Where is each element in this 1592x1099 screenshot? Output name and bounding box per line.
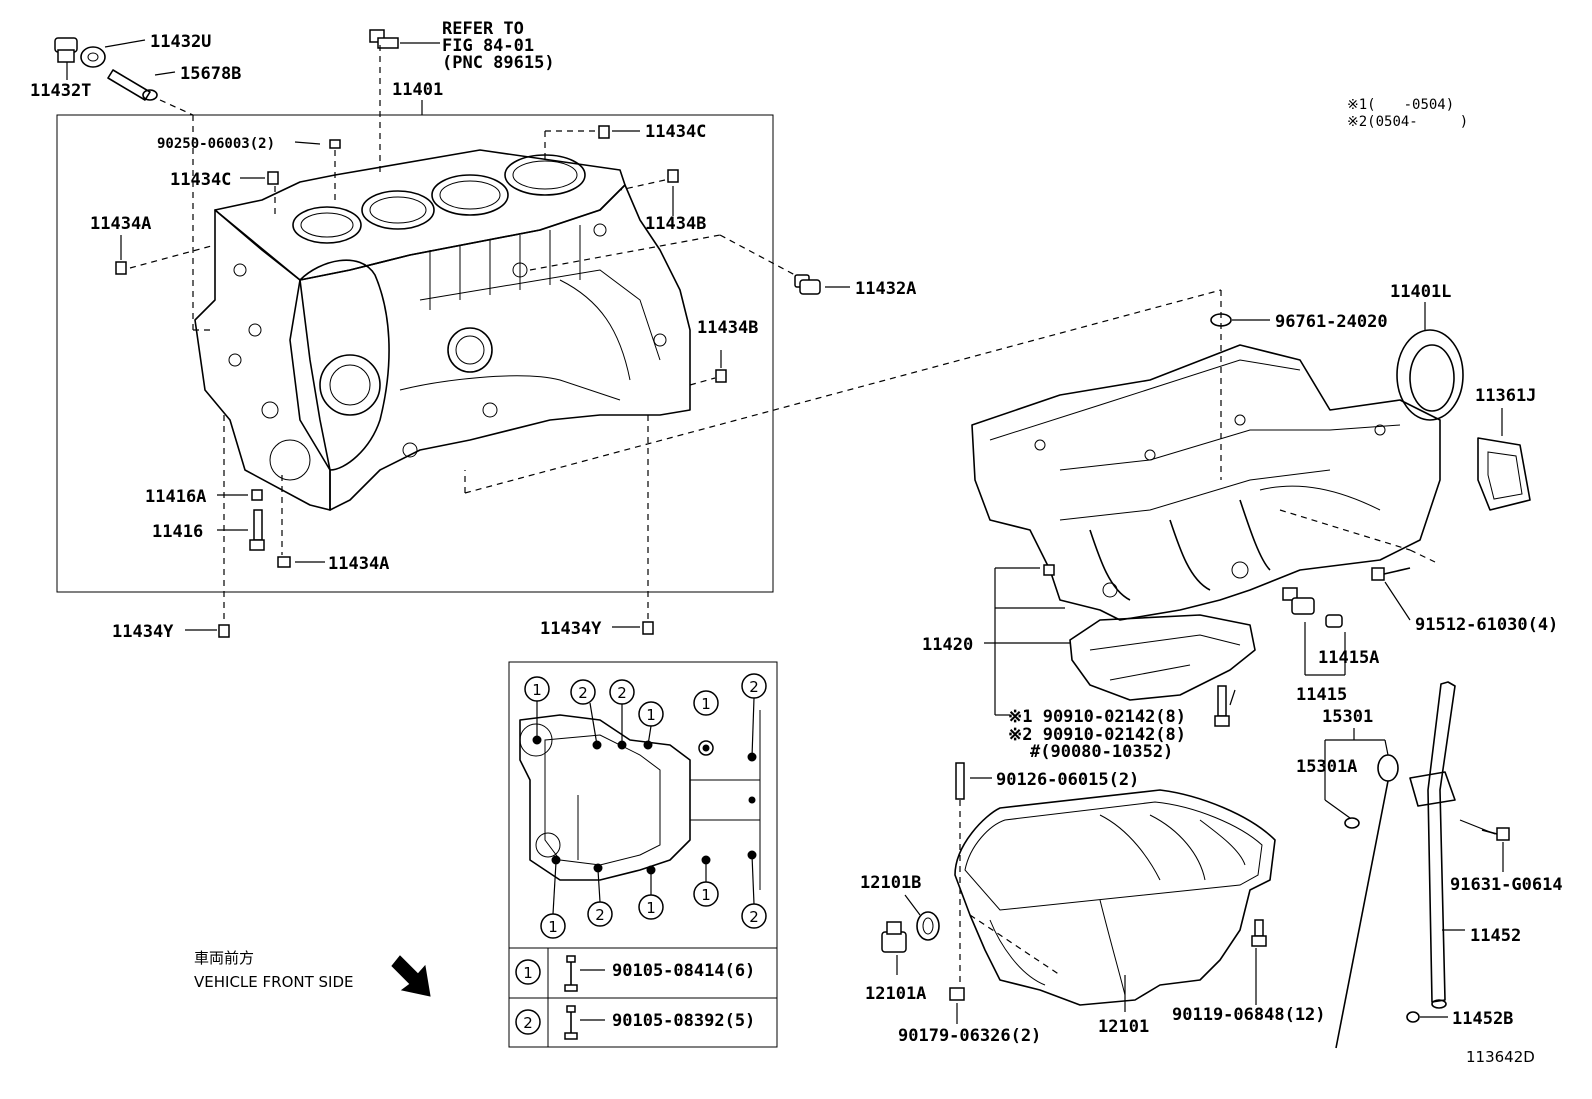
rear-oil-seal-illustration bbox=[1396, 329, 1464, 421]
label-90080-10352: #(90080-10352) bbox=[1030, 742, 1173, 762]
marker-2-b: 2 bbox=[617, 684, 627, 702]
legend-note-2: ※2(0504- ) bbox=[1347, 114, 1468, 130]
label-90910-02142-2: ※2 90910-02142(8) bbox=[1008, 725, 1186, 745]
bolt-table-row-2: 2 90105-08392(5) bbox=[515, 1005, 755, 1040]
marker-1-a: 1 bbox=[532, 681, 542, 699]
label-refer-pnc: (PNC 89615) bbox=[442, 53, 555, 73]
vehicle-front-orientation: 車両前方 VEHICLE FRONT SIDE bbox=[194, 949, 354, 991]
label-refer-to: REFER TO bbox=[442, 19, 524, 39]
bolt-90105-08414: 90105-08414(6) bbox=[612, 961, 755, 981]
label-11416A: 11416A bbox=[145, 487, 206, 507]
bolt-pattern-markers: 1 2 2 1 1 2 2 1 1 2 1 bbox=[524, 673, 767, 939]
oil-gauge-guide-illustration bbox=[1406, 681, 1456, 1023]
label-12101B: 12101B bbox=[860, 873, 921, 893]
cover-plate-illustration bbox=[1477, 437, 1531, 511]
label-11420: 11420 bbox=[922, 635, 973, 655]
label-11432A: 11432A bbox=[855, 279, 916, 299]
bolt-table-marker-2: 2 bbox=[523, 1014, 533, 1032]
label-11434A-left: 11434A bbox=[90, 214, 151, 234]
small-hardware-illustrations bbox=[54, 29, 1510, 1001]
marker-2-e: 2 bbox=[595, 906, 605, 924]
label-11452: 11452 bbox=[1470, 926, 1521, 946]
label-96761-24020: 96761-24020 bbox=[1275, 312, 1388, 332]
cylinder-block-illustration bbox=[194, 149, 691, 511]
label-11415A: 11415A bbox=[1318, 648, 1379, 668]
part-labels: 11432U 11432T 15678B REFER TO FIG 84-01 … bbox=[30, 19, 1563, 1046]
label-refer-fig: FIG 84-01 bbox=[442, 36, 534, 56]
marker-1-e: 1 bbox=[646, 899, 656, 917]
label-90179-06326: 90179-06326(2) bbox=[898, 1026, 1041, 1046]
label-12101: 12101 bbox=[1098, 1017, 1149, 1037]
bolt-90105-08392: 90105-08392(5) bbox=[612, 1011, 755, 1031]
marker-1-b: 1 bbox=[646, 706, 656, 724]
label-90126-06015: 90126-06015(2) bbox=[996, 770, 1139, 790]
label-11401: 11401 bbox=[392, 80, 443, 100]
orientation-japanese: 車両前方 bbox=[194, 949, 254, 967]
label-11452B: 11452B bbox=[1452, 1009, 1513, 1029]
label-90910-02142-1: ※1 90910-02142(8) bbox=[1008, 707, 1186, 727]
label-11416: 11416 bbox=[152, 522, 203, 542]
drain-plug-illustration bbox=[881, 911, 940, 953]
bolt-table-marker-1: 1 bbox=[523, 964, 533, 982]
label-11434C-top: 11434C bbox=[645, 122, 706, 142]
label-11432U: 11432U bbox=[150, 32, 211, 52]
label-91631-G0614: 91631-G0614 bbox=[1450, 875, 1563, 895]
label-11415: 11415 bbox=[1296, 685, 1347, 705]
label-90119-06848: 90119-06848(12) bbox=[1172, 1005, 1326, 1025]
label-12101A: 12101A bbox=[865, 984, 926, 1004]
diagram-id: 113642D bbox=[1466, 1048, 1535, 1066]
legend-notes: ※1( -0504) ※2(0504- ) bbox=[1347, 97, 1468, 130]
label-11401L: 11401L bbox=[1390, 282, 1451, 302]
orientation-english: VEHICLE FRONT SIDE bbox=[194, 973, 354, 991]
marker-1-f: 1 bbox=[548, 918, 558, 936]
label-15301: 15301 bbox=[1322, 707, 1373, 727]
cylinder-block-group-frame bbox=[56, 114, 774, 593]
oil-level-gauge-illustration bbox=[1335, 754, 1399, 1049]
marker-1-c: 1 bbox=[701, 695, 711, 713]
label-11361J: 11361J bbox=[1475, 386, 1536, 406]
marker-2-c: 2 bbox=[749, 678, 759, 696]
bolt-pattern-box bbox=[508, 661, 778, 1048]
lower-crankcase-illustration bbox=[971, 344, 1441, 701]
leader-lines bbox=[66, 39, 1504, 1024]
label-11434B-right: 11434B bbox=[697, 318, 758, 338]
label-11434A-bottom: 11434A bbox=[328, 554, 389, 574]
label-91512-61030: 91512-61030(4) bbox=[1415, 615, 1558, 635]
label-15301A: 15301A bbox=[1296, 757, 1357, 777]
oil-pan-illustration bbox=[954, 789, 1276, 1006]
marker-2-d: 2 bbox=[749, 908, 759, 926]
label-15678B: 15678B bbox=[180, 64, 241, 84]
label-11434Y-right: 11434Y bbox=[540, 619, 602, 639]
bolt-table-row-1: 1 90105-08414(6) bbox=[515, 955, 755, 992]
label-11432T: 11432T bbox=[30, 81, 91, 101]
label-11434Y-left: 11434Y bbox=[112, 622, 174, 642]
label-11434B-top: 11434B bbox=[645, 214, 706, 234]
marker-1-d: 1 bbox=[701, 886, 711, 904]
marker-2-a: 2 bbox=[578, 684, 588, 702]
label-11434C-mid: 11434C bbox=[170, 170, 231, 190]
legend-note-1: ※1( -0504) bbox=[1347, 97, 1454, 113]
label-90250-06003: 90250-06003(2) bbox=[157, 136, 275, 152]
